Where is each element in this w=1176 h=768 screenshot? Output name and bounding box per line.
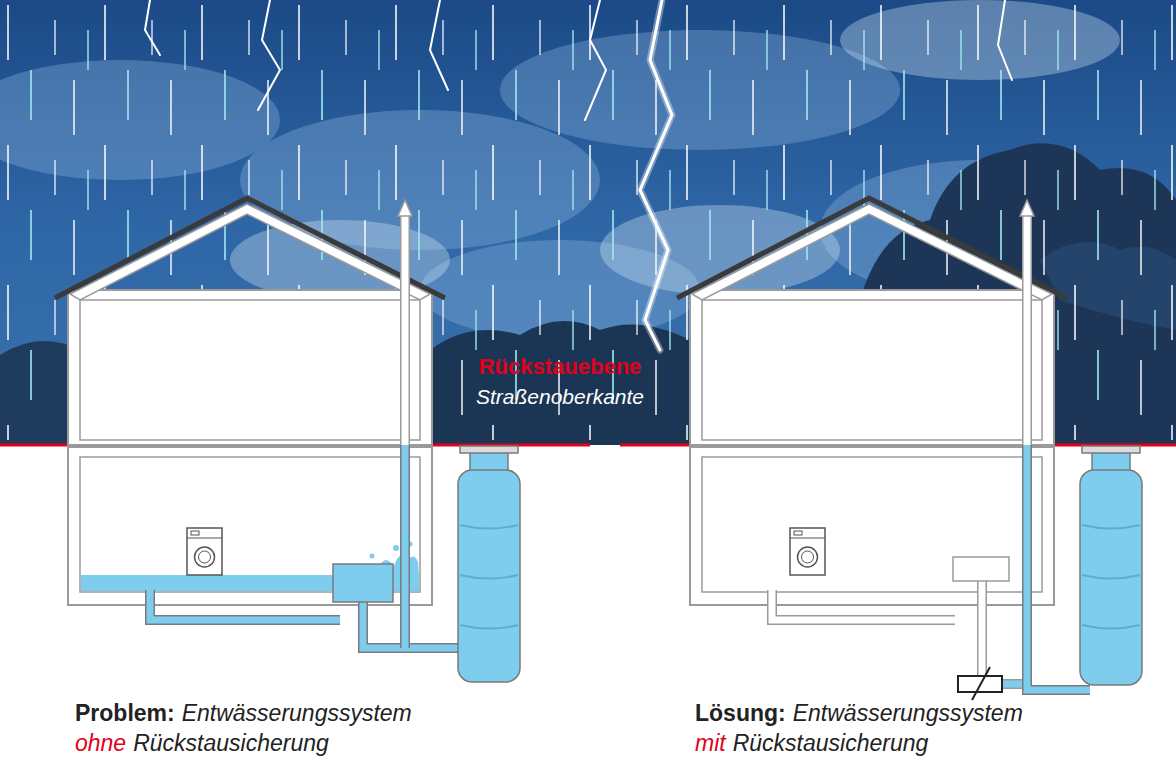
caption-heading: Lösung: (695, 700, 786, 728)
level-label: Rückstauebene (479, 354, 642, 380)
caption-text: Entwässerungssystem (793, 700, 1023, 728)
caption-text: Entwässerungssystem (182, 700, 412, 728)
caption-emphasis: mit (695, 730, 726, 758)
caption-heading: Problem: (75, 700, 175, 728)
caption-text: Rückstausicherung (133, 730, 329, 758)
house-with-protection (677, 198, 1142, 700)
level-sublabel: Straßenoberkante (476, 384, 644, 409)
house-without-protection (55, 198, 520, 682)
caption-emphasis: ohne (75, 730, 126, 758)
caption-text: Rückstausicherung (733, 730, 929, 758)
